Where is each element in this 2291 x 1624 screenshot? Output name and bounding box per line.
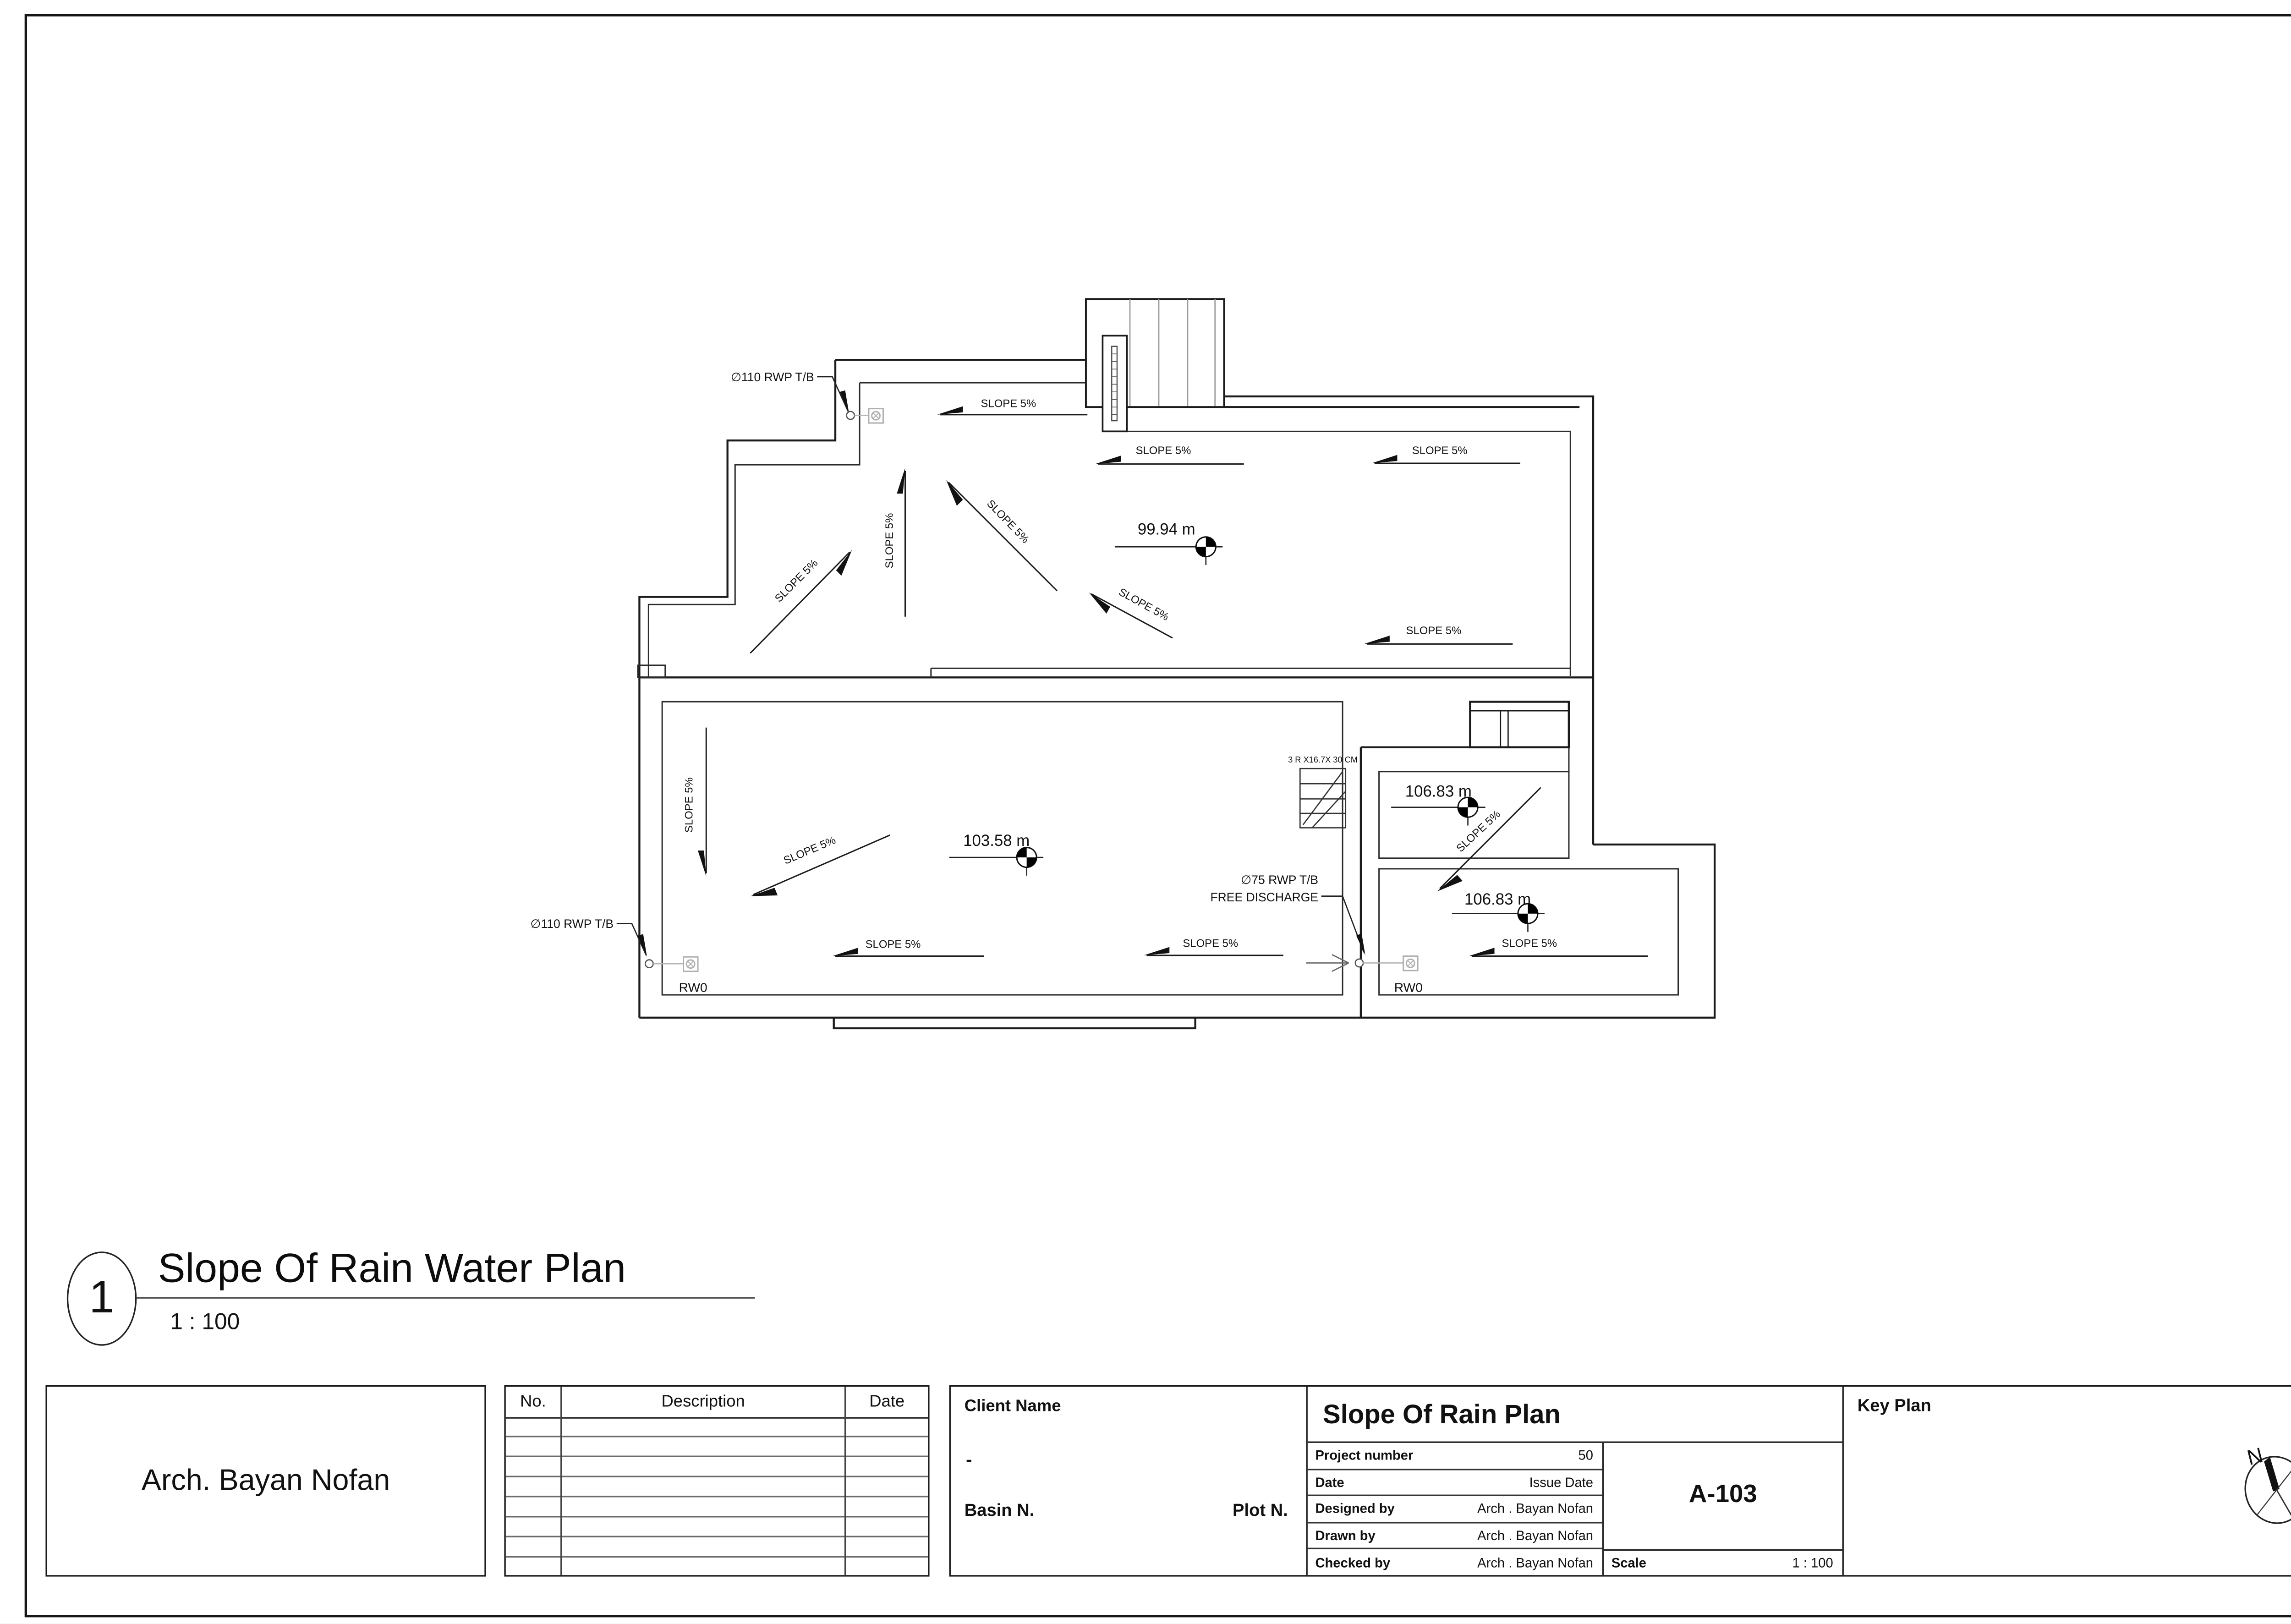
field-project-number: Project number 50	[1307, 1443, 1602, 1470]
slope-label: SLOPE 5%	[1412, 444, 1468, 457]
spot-elevation-10358: 103.58 m	[949, 832, 1044, 876]
roof-drain	[1403, 955, 1419, 971]
field-drawn-by: Drawn by Arch . Bayan Nofan	[1307, 1523, 1602, 1550]
project-cell: Slope Of Rain Plan Project number 50 Dat…	[1307, 1387, 1844, 1575]
spot-elevation-10683-lower: 106.83 m	[1452, 890, 1545, 932]
revision-col-date: Date	[869, 1393, 905, 1411]
slope-label: SLOPE 5%	[1136, 444, 1191, 457]
architect-name: Arch. Bayan Nofan	[141, 1463, 390, 1497]
shaft-box	[1469, 701, 1570, 749]
slope-label: SLOPE 5%	[866, 938, 921, 950]
scale-label: Scale	[1611, 1555, 1647, 1570]
basin-label: Basin N.	[964, 1502, 1035, 1520]
spot-elevation-10683-upper: 106.83 m	[1391, 783, 1485, 826]
revision-col-no: No.	[520, 1393, 546, 1411]
field-checked-by: Checked by Arch . Bayan Nofan	[1315, 1555, 1594, 1570]
view-title-underline	[137, 1297, 755, 1299]
architect-box: Arch. Bayan Nofan	[45, 1385, 486, 1577]
slope-label: SLOPE 5%	[1406, 625, 1462, 637]
slope-label: SLOPE 5%	[883, 513, 896, 569]
roof-inner-lines	[637, 382, 1679, 996]
key-plan-label: Key Plan	[1857, 1397, 1931, 1416]
slope-arrows	[698, 406, 1648, 957]
stair-note: 3 R X16.7X 30 CM	[1288, 755, 1358, 764]
svg-text:RW0: RW0	[1394, 980, 1423, 994]
north-arrow: N	[2244, 1443, 2291, 1524]
client-cell: Client Name - Basin N. Plot N.	[951, 1387, 1308, 1575]
svg-text:106.83 m: 106.83 m	[1405, 783, 1472, 801]
svg-text:∅110 RWP T/B: ∅110 RWP T/B	[530, 917, 614, 931]
svg-text:106.83 m: 106.83 m	[1464, 890, 1531, 908]
slope-label: SLOPE 5%	[984, 498, 1031, 546]
plot-label: Plot N.	[1233, 1502, 1288, 1520]
project-title-cell: Slope Of Rain Plan	[1307, 1387, 1842, 1443]
ladder-rungs	[1112, 353, 1117, 415]
slope-label: SLOPE 5%	[1502, 938, 1557, 950]
view-number-bubble: 1	[66, 1251, 137, 1346]
field-designed-by: Designed by Arch . Bayan Nofan	[1307, 1497, 1602, 1523]
view-title: Slope Of Rain Water Plan	[158, 1245, 626, 1291]
svg-text:∅110 RWP T/B: ∅110 RWP T/B	[731, 370, 814, 384]
revision-col-description: Description	[661, 1393, 745, 1411]
rwp-top-leader: ∅110 RWP T/B	[731, 370, 884, 424]
revision-divider-1	[560, 1387, 562, 1575]
revision-table: No. Description Date	[504, 1385, 930, 1577]
stair-tower	[1085, 298, 1225, 433]
stair-detail	[1299, 768, 1347, 828]
rwp75-leader: ∅75 RWP T/B FREE DISCHARGE RW0	[1210, 873, 1422, 994]
project-fields: Project number 50 Date Issue Date Design…	[1307, 1443, 1604, 1575]
key-plan-cell: Key Plan N	[1844, 1387, 2291, 1575]
revision-header: No. Description Date	[505, 1387, 928, 1419]
client-name-value: -	[966, 1449, 972, 1470]
svg-text:RW0: RW0	[679, 980, 707, 994]
revision-rows	[505, 1417, 928, 1575]
slope-label: SLOPE 5%	[1117, 586, 1171, 623]
svg-text:103.58 m: 103.58 m	[963, 832, 1030, 850]
svg-text:FREE DISCHARGE: FREE DISCHARGE	[1210, 890, 1318, 904]
view-number: 1	[89, 1273, 115, 1323]
roof-drain	[683, 956, 699, 972]
scale-row: Scale 1 : 100	[1604, 1548, 1842, 1575]
field-date: Date Issue Date	[1307, 1470, 1602, 1497]
roof-outline	[638, 359, 1716, 1030]
project-title: Slope Of Rain Plan	[1323, 1398, 1561, 1429]
svg-text:99.94 m: 99.94 m	[1138, 521, 1195, 538]
slope-label: SLOPE 5%	[773, 557, 820, 604]
slope-label: SLOPE 5%	[683, 777, 695, 833]
svg-text:∅75 RWP T/B: ∅75 RWP T/B	[1241, 873, 1318, 887]
client-name-label: Client Name	[964, 1397, 1061, 1416]
sheet-number-cell: A-103	[1604, 1443, 1842, 1549]
scale-value: 1 : 100	[1792, 1555, 1833, 1570]
free-discharge-arrow	[1306, 954, 1349, 972]
revision-divider-2	[844, 1387, 846, 1575]
slope-label: SLOPE 5%	[981, 397, 1036, 410]
spot-elevation-9994: 99.94 m	[1114, 521, 1223, 565]
slope-label: SLOPE 5%	[1183, 938, 1238, 950]
sheet-number: A-103	[1688, 1481, 1757, 1509]
roof-drain	[868, 408, 884, 424]
tower-rib-lines	[1129, 299, 1216, 407]
rwp-left-leader: ∅110 RWP T/B RW0	[530, 917, 707, 994]
north-letter: N	[2245, 1443, 2265, 1470]
title-block: Client Name - Basin N. Plot N. Slope Of …	[949, 1385, 2291, 1577]
sheet-border	[24, 14, 2291, 1618]
view-scale: 1 : 100	[170, 1309, 240, 1335]
